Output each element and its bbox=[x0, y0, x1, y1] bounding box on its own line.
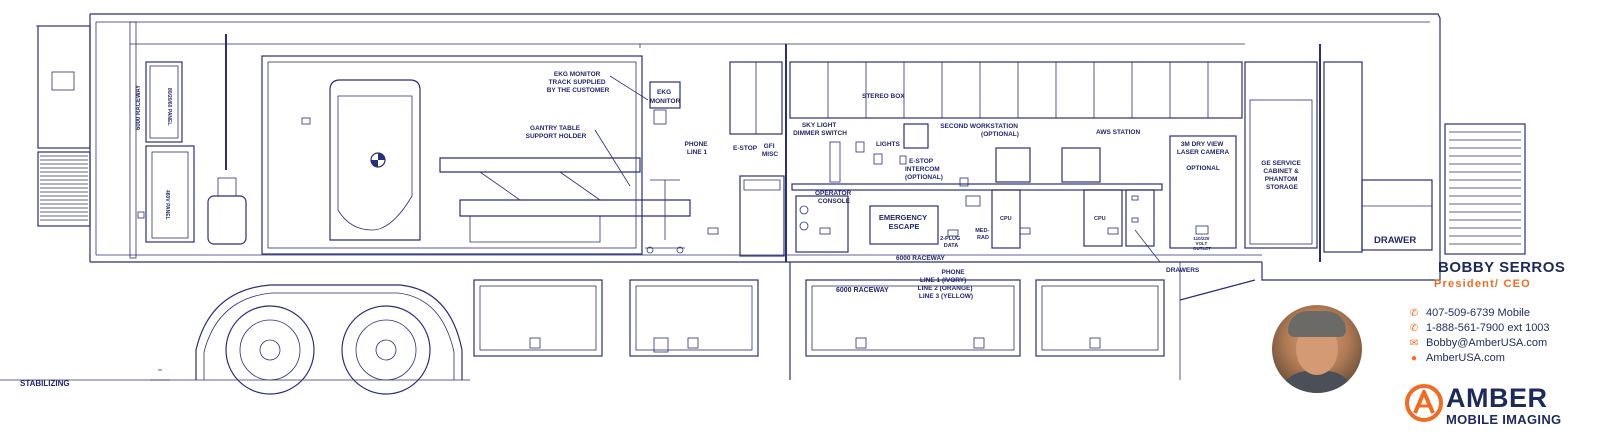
console-area bbox=[739, 123, 1237, 263]
email-icon: ✉ bbox=[1409, 338, 1419, 349]
contact-name: BOBBY SERROS bbox=[1438, 259, 1566, 276]
upper-cabinets bbox=[729, 44, 1363, 262]
gas-cylinder bbox=[207, 34, 247, 245]
chassis-wheels bbox=[0, 284, 470, 395]
label-ekg-box: EKG MONITOR bbox=[650, 89, 681, 105]
label-gfi-misc: GFI MISC bbox=[762, 143, 779, 158]
label-raceway-bottom-left: 6000 RACEWAY bbox=[836, 287, 889, 294]
contact-email[interactable]: ✉ Bobby@AmberUSA.com bbox=[1408, 337, 1547, 349]
label-ge-service: GE SERVICE CABINET & PHANTOM STORAGE bbox=[1261, 160, 1302, 191]
phone-icon: ✆ bbox=[1409, 308, 1419, 319]
label-sky-light: SKY LIGHT DIMMER SWITCH bbox=[793, 122, 847, 137]
label-volt-outlet: 110/220 VOLT OUTLET bbox=[1193, 236, 1211, 251]
label-raceway-bottom-right: 6000 RACEWAY bbox=[896, 255, 946, 262]
label-panel-top: 80/20/60 PANEL bbox=[166, 88, 172, 125]
label-operator-console: OPERATOR CONSOLE bbox=[815, 190, 853, 205]
amber-logo-icon bbox=[1405, 384, 1443, 422]
diagram-labels: 6000 RACEWAY 80/20/60 PANEL 480V PANEL E… bbox=[20, 71, 1416, 388]
electrical-panels bbox=[137, 61, 195, 243]
label-aws-station: AWS STATION bbox=[1096, 129, 1140, 136]
contact-mobile[interactable]: ✆ 407-509-6739 Mobile bbox=[1408, 307, 1530, 319]
contact-office[interactable]: ✆ 1-888-561-7900 ext 1003 bbox=[1408, 322, 1550, 334]
label-raceway-vertical: 6000 RACEWAY bbox=[136, 85, 142, 130]
label-stereo-box: STEREO BOX bbox=[862, 93, 905, 100]
contact-website[interactable]: ● AmberUSA.com bbox=[1408, 352, 1505, 364]
contact-email-text: Bobby@AmberUSA.com bbox=[1426, 337, 1548, 349]
label-estop: E-STOP bbox=[733, 145, 758, 152]
label-estop-intercom: E-STOP INTERCOM (OPTIONAL) bbox=[905, 158, 943, 181]
profile-photo bbox=[1272, 305, 1362, 393]
label-2plug-data: 2-PLUG DATA bbox=[940, 236, 962, 249]
scan-room bbox=[261, 55, 719, 255]
label-drawer: DRAWER bbox=[1374, 235, 1416, 246]
label-panel-480: 480V PANEL bbox=[164, 190, 170, 220]
label-gantry-table: GANTRY TABLE SUPPORT HOLDER bbox=[526, 125, 587, 140]
label-drawers: DRAWERS bbox=[1166, 267, 1200, 274]
vent-grille-left bbox=[40, 155, 88, 221]
globe-icon: ● bbox=[1410, 353, 1418, 364]
contact-office-text: 1-888-561-7900 ext 1003 bbox=[1426, 322, 1550, 334]
label-laser-camera: 3M DRY VIEW LASER CAMERA bbox=[1177, 141, 1230, 156]
label-ekg-track: EKG MONITOR TRACK SUPPLIED BY THE CUSTOM… bbox=[547, 71, 610, 94]
label-phone-line1: PHONE LINE 1 bbox=[685, 141, 710, 156]
label-cpu-2: CPU bbox=[1094, 216, 1106, 222]
label-second-workstation: SECOND WORKSTATION (OPTIONAL) bbox=[940, 123, 1020, 138]
storage-compartments bbox=[200, 261, 1262, 380]
contact-mobile-text: 407-509-6739 Mobile bbox=[1426, 307, 1530, 319]
phone-icon: ✆ bbox=[1409, 323, 1419, 334]
contact-title: President/ CEO bbox=[1434, 278, 1531, 290]
trailer-rear bbox=[1361, 123, 1526, 255]
label-med-rad: MED- RAD bbox=[975, 228, 991, 241]
contact-website-text: AmberUSA.com bbox=[1426, 352, 1505, 364]
label-stabilizing: STABILIZING bbox=[20, 379, 70, 388]
label-lights: LIGHTS bbox=[876, 141, 900, 148]
label-emergency-escape: EMERGENCY ESCAPE bbox=[879, 213, 929, 231]
label-optional: OPTIONAL bbox=[1186, 165, 1220, 172]
label-cpu-1: CPU bbox=[1000, 216, 1012, 222]
logo-subtitle: MOBILE IMAGING bbox=[1446, 412, 1562, 427]
label-phone-lines: PHONE LINE 1 (IVORY) LINE 2 (ORANGE) LIN… bbox=[918, 269, 975, 300]
logo-name: AMBER bbox=[1446, 383, 1548, 413]
